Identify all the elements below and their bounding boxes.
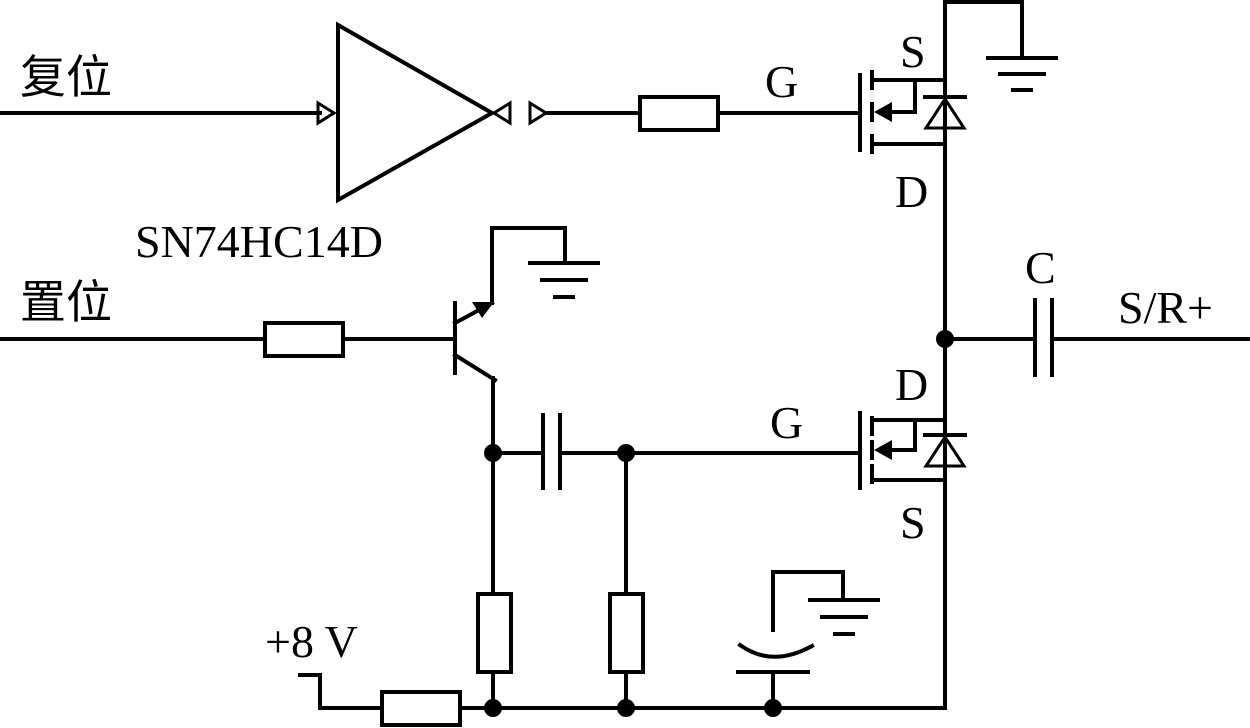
ground-top-right [943, 0, 1058, 92]
capacitor-curved-plate [737, 642, 815, 659]
junction-dot [617, 699, 635, 717]
drain-label-bottom: D [895, 359, 928, 410]
resistor-gate-top [638, 95, 720, 132]
output-arrow-icon-right [528, 100, 549, 126]
reset-signal-path [0, 21, 862, 204]
mosfet-top [858, 70, 967, 154]
junction-dot [484, 699, 502, 717]
output-arrow-icon-left [491, 100, 512, 126]
resistor-collector [476, 592, 513, 674]
resistor-base [263, 321, 345, 358]
supply-rail [298, 673, 947, 727]
source-label-bottom: S [900, 497, 926, 548]
gate-drive-network [476, 376, 862, 710]
input-arrow-icon [316, 100, 337, 126]
reset-label: 复位 [20, 50, 112, 104]
source-label-top: S [900, 26, 926, 77]
emitter-arrow-icon [472, 302, 494, 318]
mosfet-arrow-icon [874, 440, 892, 460]
body-diode-icon [923, 96, 967, 130]
output-path [936, 142, 1250, 422]
resistor-gate-pulldown [608, 592, 645, 674]
set-label: 置位 [20, 275, 112, 329]
mosfet-bottom [858, 411, 967, 710]
mosfet-arrow-icon [874, 102, 892, 122]
output-label: S/R+ [1118, 282, 1213, 333]
bipolar-transistor [452, 226, 600, 383]
capacitor-label: C [1025, 242, 1056, 293]
supply-label: +8 V [265, 616, 358, 667]
set-signal-path [0, 321, 457, 358]
junction-dot [764, 699, 782, 717]
gate-label-bottom: G [770, 397, 803, 448]
chip-label: SN74HC14D [135, 216, 383, 267]
schmitt-inverter-buffer [336, 21, 497, 204]
gate-label-top: G [765, 56, 798, 107]
drain-label-top: D [895, 166, 928, 217]
resistor-supply [380, 690, 462, 727]
electrolytic-capacitor [736, 570, 880, 710]
body-diode-icon [923, 434, 967, 468]
